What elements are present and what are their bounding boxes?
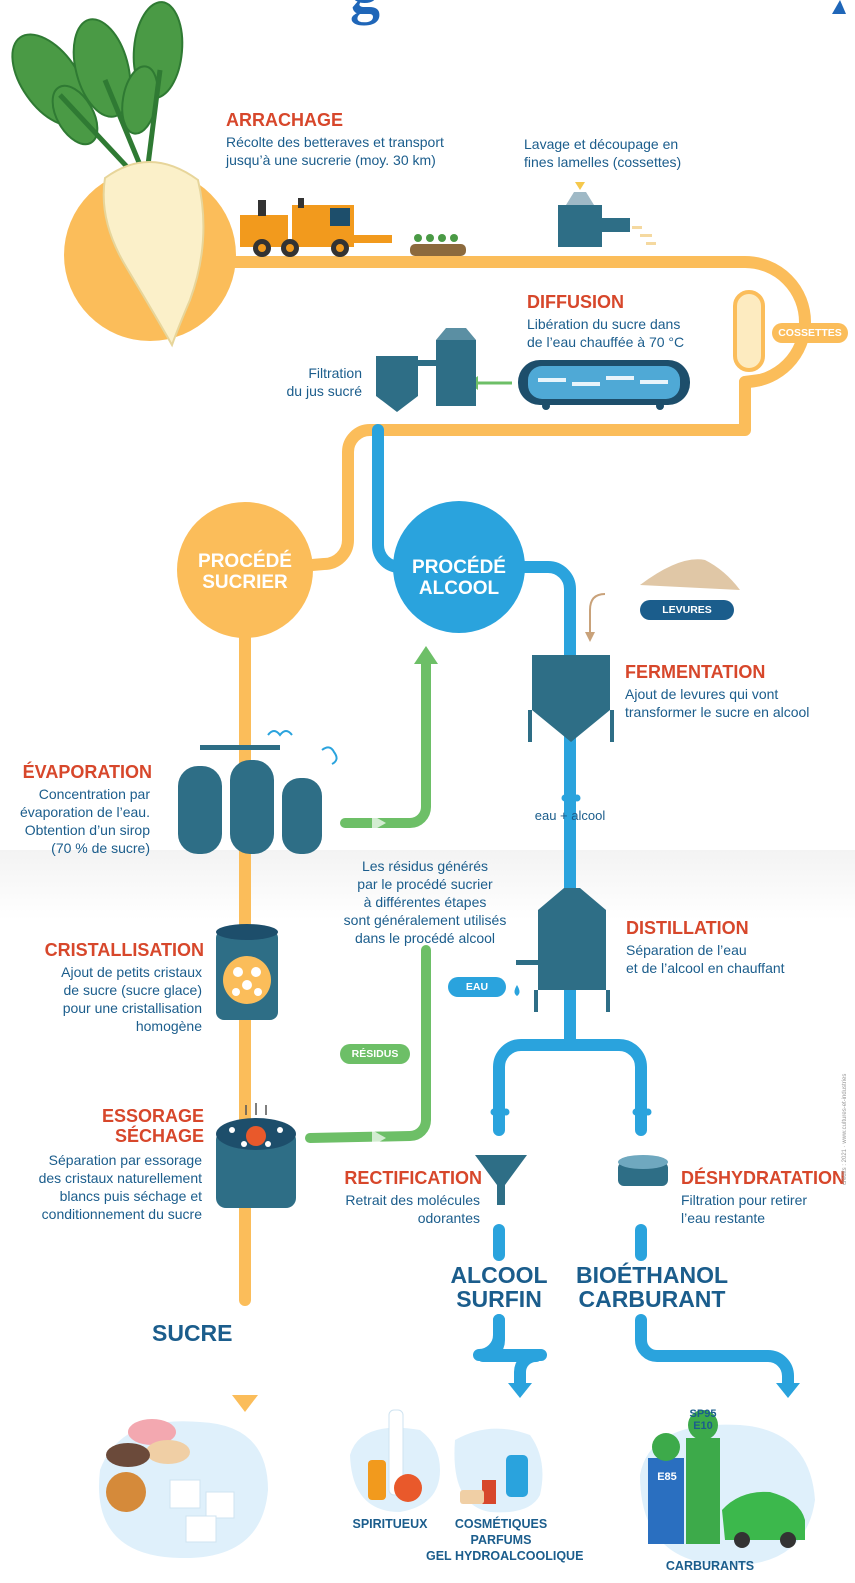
alcohol-path — [372, 424, 794, 1391]
residue-path — [305, 655, 431, 1143]
fuel-tag-sp95: SP95 — [689, 1408, 717, 1420]
essorage-title-1: ESSORAGE — [101, 1106, 204, 1126]
distillation-desc-2: et de l’alcool en chauffant — [626, 960, 785, 976]
arrachage-title: ARRACHAGE — [226, 110, 343, 130]
filtration-desc-2: du jus sucré — [286, 383, 362, 399]
sucre-products-illustration — [99, 1419, 268, 1559]
evaporation-desc-1: Concentration par — [38, 786, 150, 802]
washing-machine-illustration — [558, 182, 656, 247]
residus-note-3: à différentes étapes — [363, 894, 487, 910]
lavage-desc-2: fines lamelles (cossettes) — [524, 154, 682, 170]
filtration-illustration — [376, 328, 476, 412]
essorage-illustration — [216, 1103, 296, 1208]
evaporation-illustration — [178, 730, 338, 854]
procede-sucrier-line-2: SUCRIER — [202, 572, 288, 593]
cristallisation-desc-1: Ajout de petits cristaux — [61, 964, 202, 980]
residus-note-1: Les résidus générés — [361, 858, 489, 874]
levures-label: LEVURES — [640, 600, 734, 620]
spiritueux-cosmetiques-illustration — [350, 1409, 543, 1513]
residus-note-5: dans le procédé alcool — [354, 930, 496, 946]
sieve-illustration — [618, 1099, 668, 1186]
cristallisation-desc-3: pour une cristallisation — [62, 1000, 202, 1016]
bioethanol-line-1: BIOÉTHANOL — [575, 1262, 729, 1288]
carburants-illustration — [640, 1410, 815, 1566]
residus-note-2: par le procédé sucrier — [357, 876, 493, 892]
essorage-desc-2: des cristaux naturellement — [38, 1170, 202, 1186]
cosmetiques-line-1: COSMÉTIQUES — [454, 1517, 548, 1531]
lavage-desc-1: Lavage et découpage en — [524, 136, 679, 152]
funnel-illustration — [475, 1099, 527, 1205]
alcool-surfin-line-2: SURFIN — [456, 1286, 542, 1312]
procede-alcool-line-1: PROCÉDÉ — [412, 557, 506, 578]
rectification-desc-1: Retrait des molécules — [345, 1192, 480, 1208]
harvest-path — [144, 256, 811, 388]
rectification-title: RECTIFICATION — [344, 1168, 482, 1188]
water-alcohol-drops — [561, 785, 581, 802]
deshydratation-desc-2: l’eau restante — [681, 1210, 766, 1226]
levures-heap — [640, 559, 740, 590]
fuel-tag-e10: E10 — [693, 1420, 713, 1432]
essorage-desc-4: conditionnement du sucre — [41, 1206, 202, 1222]
essorage-title-2: SÉCHAGE — [114, 1126, 204, 1146]
carburants-label: CARBURANTS — [665, 1559, 755, 1573]
cristallisation-title: CRISTALLISATION — [44, 940, 204, 960]
rectification-desc-2: odorantes — [417, 1210, 480, 1226]
alcool-arrow — [508, 1383, 532, 1398]
title-fragment-mark — [832, 0, 846, 14]
distillation-illustration — [514, 888, 610, 1012]
procede-sucrier-circle — [177, 502, 313, 638]
spiritueux-label: SPIRITUEUX — [352, 1517, 428, 1531]
filtration-desc-1: Filtration — [308, 365, 362, 381]
fermentation-desc-2: transformer le sucre en alcool — [625, 704, 810, 720]
bioethanol-line-2: CARBURANT — [578, 1286, 726, 1312]
diffusion-desc-2: de l’eau chauffée à 70 °C — [527, 334, 685, 350]
juice-path — [294, 374, 766, 572]
residus-label: RÉSIDUS — [340, 1044, 410, 1064]
deshydratation-title: DÉSHYDRATATION — [681, 1168, 845, 1188]
diffusion-desc-1: Libération du sucre dans — [527, 316, 681, 332]
cristallisation-desc-2: de sucre (sucre glace) — [63, 982, 202, 998]
procede-alcool-circle — [393, 501, 525, 633]
footer-credit: crédits : 2021 · www.cultures-et-industr… — [842, 1073, 848, 1185]
essorage-desc-3: blancs puis séchage et — [59, 1188, 202, 1204]
procede-alcool-line-2: ALCOOL — [418, 578, 500, 599]
residue-arrow-up — [414, 646, 438, 664]
alcool-surfin-line-1: ALCOOL — [450, 1262, 548, 1288]
procede-sucrier-line-1: PROCÉDÉ — [198, 551, 292, 572]
cristallisation-illustration — [216, 924, 278, 1020]
fermentation-title: FERMENTATION — [625, 662, 766, 682]
beet-illustration — [11, 1, 236, 348]
evaporation-title: ÉVAPORATION — [22, 762, 152, 782]
sucre-arrow — [232, 1395, 258, 1412]
eau-alcool-label: eau + alcool — [534, 808, 606, 823]
arrachage-desc-2: jusqu’à une sucrerie (moy. 30 km) — [226, 152, 436, 168]
eau-label: EAU — [448, 977, 506, 997]
diffusion-tank-illustration — [518, 360, 690, 410]
harvester-illustration — [240, 198, 466, 257]
essorage-desc-1: Séparation par essorage — [48, 1152, 202, 1168]
cossettes-label: COSSETTES — [772, 323, 848, 343]
arrachage-desc-1: Récolte des betteraves et transport — [226, 134, 444, 150]
sucre-label: SUCRE — [152, 1320, 233, 1346]
evaporation-desc-4: (70 % de sucre) — [51, 840, 150, 856]
cristallisation-desc-4: homogène — [135, 1018, 202, 1034]
background-band — [0, 850, 855, 920]
cossettes-capsule — [733, 290, 765, 372]
cosmetiques-line-3: GEL HYDROALCOOLIQUE — [426, 1549, 584, 1563]
deshydratation-desc-1: Filtration pour retirer — [681, 1192, 808, 1208]
evaporation-desc-3: Obtention d’un sirop — [24, 822, 150, 838]
fermentation-desc-1: Ajout de levures qui vont — [625, 686, 779, 702]
distillation-desc-1: Séparation de l’eau — [626, 942, 747, 958]
residus-note-4: sont généralement utilisés — [343, 912, 507, 928]
fermentation-tank-illustration — [528, 655, 614, 742]
cosmetiques-line-2: PARFUMS — [470, 1533, 532, 1547]
carburant-arrow — [776, 1383, 800, 1398]
evaporation-desc-2: évaporation de l’eau. — [20, 804, 150, 820]
title-fragment: g — [350, 0, 380, 25]
distillation-title: DISTILLATION — [626, 918, 749, 938]
diffusion-title: DIFFUSION — [527, 292, 624, 312]
fuel-tag-e85: E85 — [657, 1471, 677, 1483]
